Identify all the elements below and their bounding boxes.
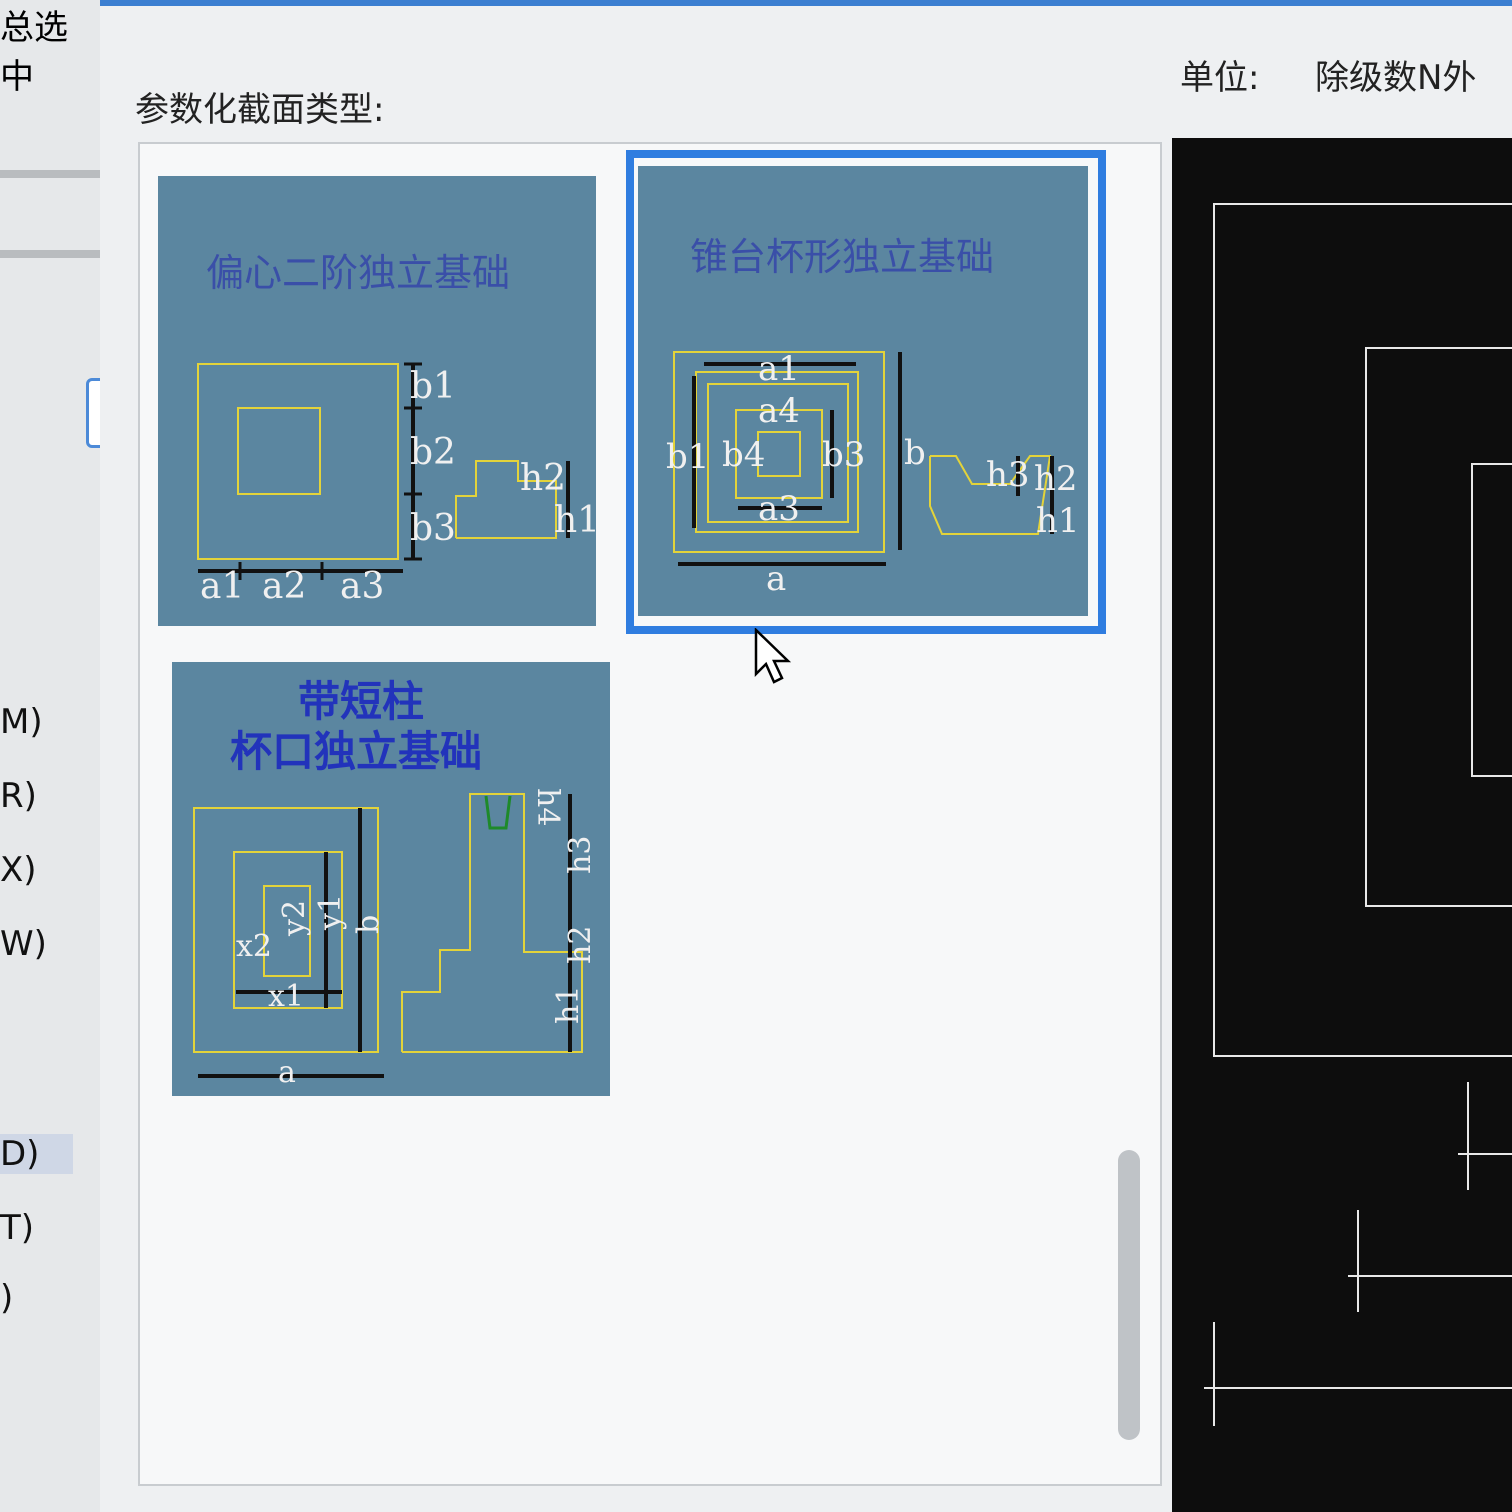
svg-text:b3: b3	[410, 508, 456, 549]
svg-text:b3: b3	[822, 435, 865, 475]
svg-text:a3: a3	[758, 489, 800, 529]
svg-text:b4: b4	[722, 435, 765, 475]
card-title-line2: 杯口独立基础	[230, 727, 482, 776]
svg-text:b2: b2	[410, 432, 456, 473]
section-type-label: 参数化截面类型:	[135, 90, 385, 130]
title-bar	[100, 0, 1512, 6]
svg-text:h3: h3	[563, 836, 598, 874]
svg-text:a1: a1	[200, 566, 244, 607]
card-selection-frame	[626, 150, 1106, 634]
card-diagram: 偏心二阶独立基础 b1 b2 b3 h2 h1 a1 a2 a3	[197, 251, 596, 607]
card-diagram: 带短柱 杯口独立基础 x2 y2 y1 b x1 a h4 h3 h2 h1	[193, 677, 598, 1090]
svg-text:a4: a4	[758, 391, 800, 431]
svg-text:x2: x2	[236, 929, 272, 964]
unit-value: 除级数N外	[1315, 58, 1477, 98]
svg-text:b1: b1	[410, 366, 456, 407]
svg-text:x1: x1	[268, 979, 304, 1014]
svg-text:h2: h2	[520, 458, 566, 499]
svg-text:a2: a2	[262, 566, 306, 607]
menu-item-x[interactable]: X)	[0, 850, 37, 890]
svg-text:h4: h4	[530, 788, 565, 826]
svg-text:y1: y1	[313, 894, 348, 931]
svg-text:h2: h2	[1034, 459, 1078, 499]
card-tapered-cup-foundation[interactable]: 锥台杯形独立基础 a1 a4 b1 b4 b3 b a3 a h3 h2 h1	[638, 166, 1088, 616]
menu-item-d[interactable]: D)	[0, 1134, 74, 1174]
menu-item-t[interactable]: T)	[0, 1208, 35, 1248]
card-title: 锥台杯形独立基础	[690, 235, 994, 279]
card-short-column-cup-foundation[interactable]: 带短柱 杯口独立基础 x2 y2 y1 b x1 a h4 h3 h2 h1	[172, 662, 610, 1096]
svg-text:h1: h1	[551, 986, 586, 1024]
svg-text:a: a	[278, 1055, 296, 1090]
svg-text:b1: b1	[666, 437, 709, 477]
svg-text:a3: a3	[340, 566, 384, 607]
divider	[0, 170, 100, 178]
svg-text:a1: a1	[758, 349, 800, 389]
menu-item-r[interactable]: R)	[0, 776, 37, 816]
section-preview-canvas	[1172, 138, 1512, 1512]
card-title-line1: 带短柱	[298, 677, 424, 726]
svg-text:h1: h1	[554, 500, 596, 541]
menu-item-m[interactable]: M)	[0, 702, 43, 742]
left-panel: 总选中 M) R) X) W) D) T) )	[0, 0, 114, 1512]
left-panel-top-text: 总选中	[0, 8, 68, 97]
card-title: 偏心二阶独立基础	[206, 251, 510, 295]
divider	[0, 250, 100, 258]
svg-text:h3: h3	[986, 455, 1030, 495]
unit-label: 单位:	[1180, 58, 1260, 98]
svg-text:h1: h1	[1036, 501, 1080, 541]
gallery-scrollbar[interactable]	[1118, 1150, 1140, 1440]
card-diagram: 锥台杯形独立基础 a1 a4 b1 b4 b3 b a3 a h3 h2 h1	[666, 235, 1080, 599]
card-eccentric-two-step-foundation[interactable]: 偏心二阶独立基础 b1 b2 b3 h2 h1 a1 a2 a3	[158, 176, 596, 626]
menu-item-w[interactable]: W)	[0, 924, 47, 964]
svg-text:b: b	[351, 915, 386, 934]
svg-text:b: b	[904, 433, 926, 473]
menu-item-last[interactable]: )	[0, 1278, 14, 1318]
svg-text:a: a	[766, 559, 786, 599]
mouse-cursor-icon	[754, 628, 792, 684]
svg-text:h2: h2	[563, 926, 598, 964]
svg-text:y2: y2	[277, 900, 312, 937]
